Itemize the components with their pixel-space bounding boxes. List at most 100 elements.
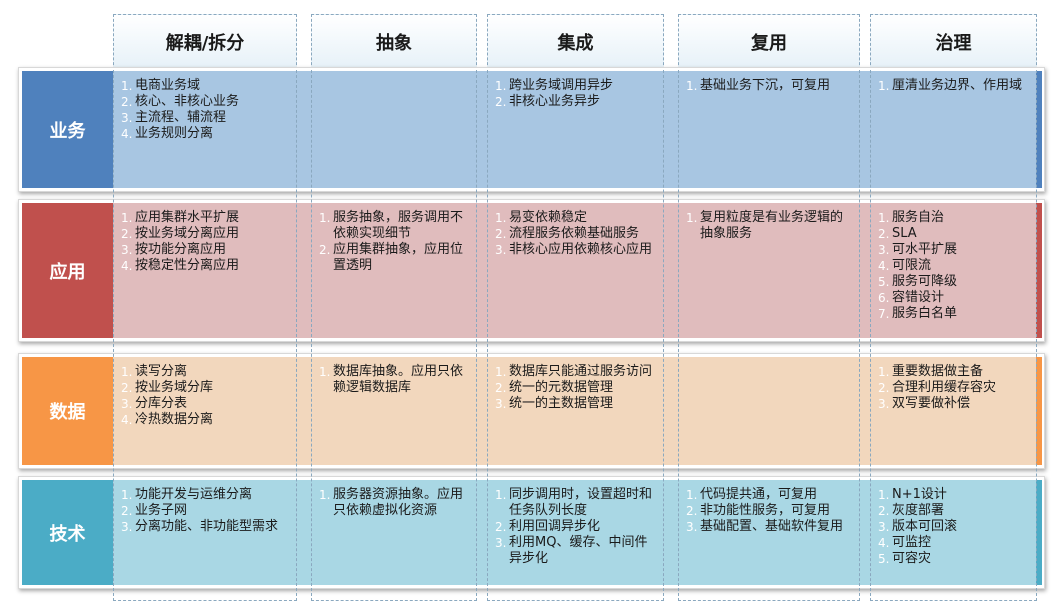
matrix-cell: N+1设计灰度部署版本可回滚可监控可容灾 (870, 480, 1037, 585)
cell-list: 应用集群水平扩展按业务域分离应用按功能分离应用按稳定性分离应用 (121, 210, 291, 274)
list-item: 分库分表 (121, 396, 188, 412)
column-header: 解耦/拆分 (113, 14, 297, 70)
list-item: 复用粒度是有业务逻辑的抽象服务 (686, 210, 844, 241)
list-item: 按功能分离应用 (121, 242, 227, 258)
list-item: 服务可降级 (878, 274, 958, 290)
list-item: 服务器资源抽象。应用只依赖虚拟化资源 (319, 487, 464, 518)
cell-list: 跨业务域调用异步非核心业务异步 (495, 78, 658, 110)
list-item: 按业务域分库 (121, 380, 214, 396)
cell-list: 电商业务域核心、非核心业务主流程、辅流程业务规则分离 (121, 78, 291, 142)
list-item: N+1设计 (878, 487, 947, 503)
cell-gutter (477, 203, 487, 338)
list-item: 主流程、辅流程 (121, 110, 227, 126)
cell-list: 复用粒度是有业务逻辑的抽象服务 (686, 210, 854, 242)
list-item: 可容灾 (878, 551, 932, 567)
list-item: 数据库只能通过服务访问 (495, 364, 653, 380)
cell-gutter (860, 203, 870, 338)
cell-gutter (664, 357, 678, 465)
cell-gutter (477, 71, 487, 188)
list-item: 容错设计 (878, 290, 945, 306)
cell-list: 读写分离按业务域分库分库分表冷热数据分离 (121, 364, 291, 428)
cell-list: 易变依赖稳定流程服务依赖基础服务非核心应用依赖核心应用 (495, 210, 658, 258)
row-label-technology: 技术 (22, 480, 113, 585)
cell-list: 基础业务下沉，可复用 (686, 78, 854, 94)
list-item: 业务规则分离 (121, 126, 214, 142)
row-end-cap (1036, 480, 1042, 585)
matrix-cell: 易变依赖稳定流程服务依赖基础服务非核心应用依赖核心应用 (487, 203, 664, 338)
list-item: 服务自治 (878, 210, 945, 226)
list-item: 可限流 (878, 258, 932, 274)
list-item: 业务子网 (121, 503, 188, 519)
matrix-cell: 基础业务下沉，可复用 (678, 71, 860, 188)
column-header: 集成 (487, 14, 664, 70)
cell-gutter (664, 203, 678, 338)
list-item: 统一的主数据管理 (495, 396, 614, 412)
cell-gutter (664, 480, 678, 585)
cell-gutter (664, 71, 678, 188)
row-label-application: 应用 (22, 203, 113, 338)
matrix-cell: 复用粒度是有业务逻辑的抽象服务 (678, 203, 860, 338)
column-header: 复用 (678, 14, 860, 70)
list-item: 双写要做补偿 (878, 396, 971, 412)
matrix-cell (678, 357, 860, 465)
cell-list: 服务器资源抽象。应用只依赖虚拟化资源 (319, 487, 471, 519)
list-item: 冷热数据分离 (121, 412, 214, 428)
matrix-cell: 代码提共通，可复用非功能性服务，可复用基础配置、基础软件复用 (678, 480, 860, 585)
matrix-cell: 服务器资源抽象。应用只依赖虚拟化资源 (311, 480, 477, 585)
row-label-data: 数据 (22, 357, 113, 465)
cell-list: 厘清业务边界、作用域 (878, 78, 1031, 94)
list-item: 应用集群水平扩展 (121, 210, 240, 226)
list-item: 核心、非核心业务 (121, 94, 240, 110)
column-header: 抽象 (311, 14, 477, 70)
matrix-cell: 应用集群水平扩展按业务域分离应用按功能分离应用按稳定性分离应用 (113, 203, 297, 338)
column-header: 治理 (870, 14, 1037, 70)
matrix-cell: 服务抽象，服务调用不依赖实现细节应用集群抽象，应用位置透明 (311, 203, 477, 338)
cell-list: 服务抽象，服务调用不依赖实现细节应用集群抽象，应用位置透明 (319, 210, 471, 274)
list-item: 非核心业务异步 (495, 94, 601, 110)
matrix-cell: 跨业务域调用异步非核心业务异步 (487, 71, 664, 188)
list-item: 灰度部署 (878, 503, 945, 519)
cell-gutter (860, 357, 870, 465)
matrix-cell: 数据库只能通过服务访问统一的元数据管理统一的主数据管理 (487, 357, 664, 465)
matrix-cell: 读写分离按业务域分库分库分表冷热数据分离 (113, 357, 297, 465)
row-end-cap (1036, 357, 1042, 465)
matrix-cell: 数据库抽象。应用只依赖逻辑数据库 (311, 357, 477, 465)
list-item: 流程服务依赖基础服务 (495, 226, 640, 242)
matrix-cell: 同步调用时，设置超时和任务队列长度利用回调异步化利用MQ、缓存、中间件异步化 (487, 480, 664, 585)
list-item: 应用集群抽象，应用位置透明 (319, 242, 464, 273)
matrix-cell: 电商业务域核心、非核心业务主流程、辅流程业务规则分离 (113, 71, 297, 188)
matrix-cell: 功能开发与运维分离业务子网分离功能、非功能型需求 (113, 480, 297, 585)
list-item: 非核心应用依赖核心应用 (495, 242, 653, 258)
cell-list: 同步调用时，设置超时和任务队列长度利用回调异步化利用MQ、缓存、中间件异步化 (495, 487, 658, 567)
cell-gutter (477, 357, 487, 465)
list-item: 利用回调异步化 (495, 519, 601, 535)
list-item: 同步调用时，设置超时和任务队列长度 (495, 487, 653, 518)
list-item: 厘清业务边界、作用域 (878, 78, 1023, 94)
list-item: 易变依赖稳定 (495, 210, 588, 226)
list-item: 基础配置、基础软件复用 (686, 519, 844, 535)
cell-gutter (297, 71, 311, 188)
list-item: 服务抽象，服务调用不依赖实现细节 (319, 210, 464, 241)
list-item: 非功能性服务，可复用 (686, 503, 831, 519)
cell-gutter (297, 480, 311, 585)
cell-gutter (860, 71, 870, 188)
matrix-cell: 厘清业务边界、作用域 (870, 71, 1037, 188)
cell-gutter (297, 203, 311, 338)
list-item: 代码提共通，可复用 (686, 487, 818, 503)
list-item: 版本可回滚 (878, 519, 958, 535)
list-item: 重要数据做主备 (878, 364, 984, 380)
list-item: 按业务域分离应用 (121, 226, 240, 242)
list-item: 数据库抽象。应用只依赖逻辑数据库 (319, 364, 464, 395)
list-item: 可监控 (878, 535, 932, 551)
list-item: 服务白名单 (878, 306, 958, 322)
cell-list: 数据库抽象。应用只依赖逻辑数据库 (319, 364, 471, 396)
list-item: 跨业务域调用异步 (495, 78, 614, 94)
list-item: 合理利用缓存容灾 (878, 380, 997, 396)
cell-gutter (477, 480, 487, 585)
list-item: SLA (878, 226, 917, 242)
cell-list: N+1设计灰度部署版本可回滚可监控可容灾 (878, 487, 1031, 567)
list-item: 电商业务域 (121, 78, 201, 94)
